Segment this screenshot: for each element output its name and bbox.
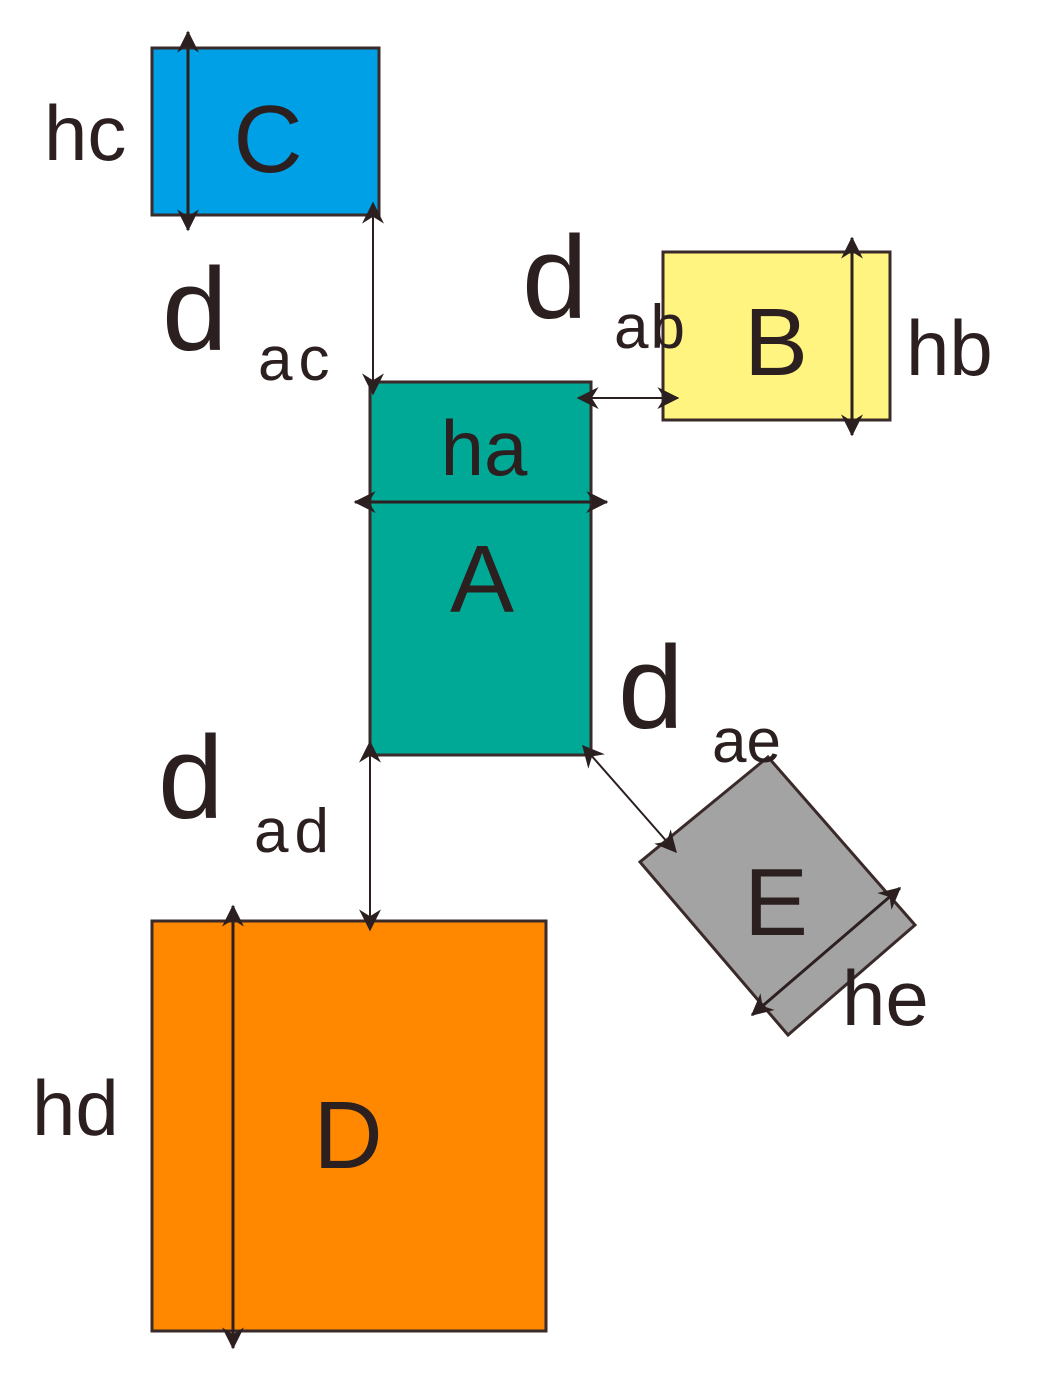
distance-ad: d ad	[158, 712, 381, 932]
distance-label-ac-main: d	[162, 244, 228, 376]
block-b: B hb	[661, 236, 993, 437]
distance-ab: d ab	[522, 212, 687, 409]
block-d-label: D	[313, 1082, 382, 1189]
height-label-d: hd	[32, 1064, 119, 1152]
block-d-rect	[150, 919, 548, 1333]
distance-label-ad-main: d	[158, 712, 224, 844]
distance-ac: d ac	[162, 201, 384, 396]
distance-label-ae-main: d	[618, 622, 684, 754]
distance-ae: d ae	[582, 622, 781, 854]
block-a-rect	[368, 380, 593, 757]
block-c-label: C	[233, 86, 302, 193]
block-d: D hd	[32, 904, 548, 1350]
distance-label-ac-sub: ac	[258, 325, 335, 394]
height-arrow-e	[750, 886, 902, 1017]
height-label-e: he	[842, 954, 929, 1042]
block-b-label: B	[744, 289, 808, 396]
block-e-label: E	[744, 849, 808, 956]
block-a-label: A	[450, 526, 514, 633]
height-label-b: hb	[906, 304, 993, 392]
distance-label-ad-sub: ad	[254, 797, 335, 866]
height-label-c: hc	[44, 89, 126, 177]
height-label-a: ha	[441, 404, 528, 492]
distance-label-ae-sub: ae	[712, 707, 781, 776]
distance-arrow-ae	[582, 744, 677, 854]
distance-label-ab-main: d	[522, 212, 588, 344]
block-c: C hc	[44, 30, 381, 232]
block-a: ha A	[353, 380, 609, 757]
block-e: E he	[637, 754, 929, 1042]
distance-label-ab-sub: ab	[614, 293, 687, 362]
